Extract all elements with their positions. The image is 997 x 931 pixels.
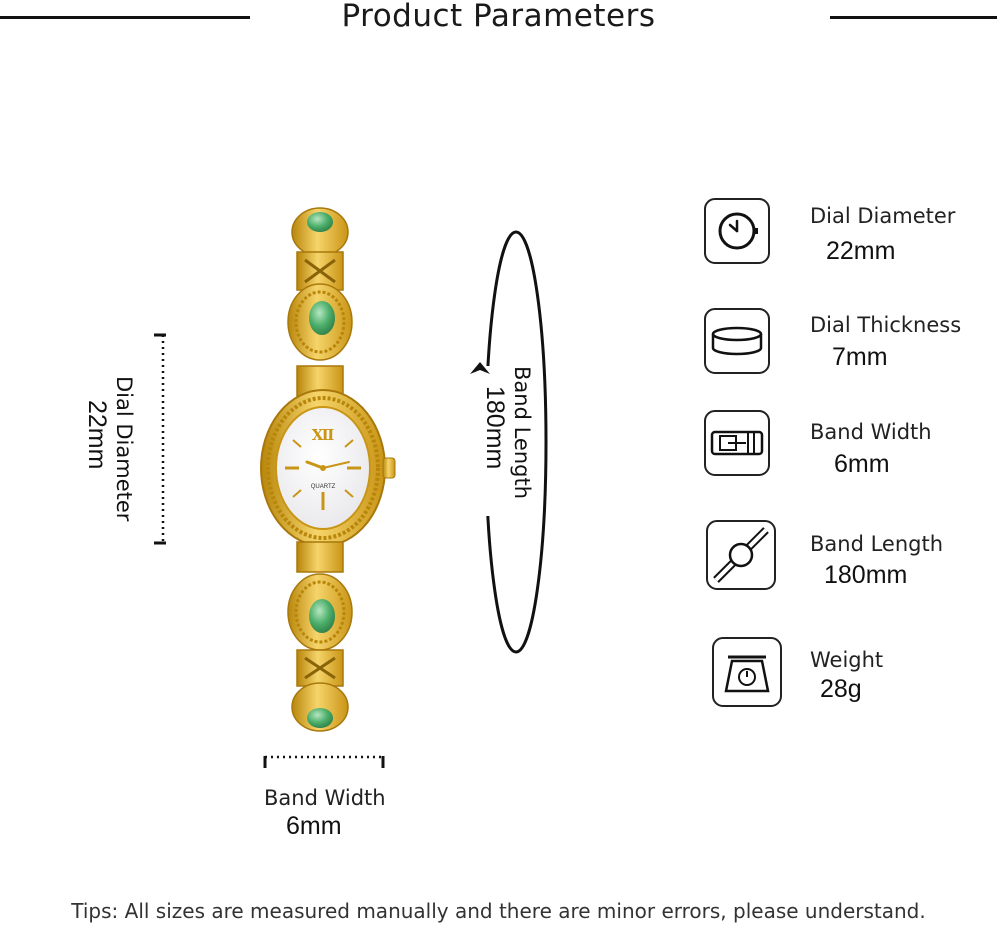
band-length-icon bbox=[713, 527, 769, 583]
band-width-bottom-label: Band Width bbox=[264, 786, 386, 810]
title-line-left bbox=[0, 16, 250, 19]
param-weight-value: 28g bbox=[820, 675, 862, 703]
page-title: Product Parameters bbox=[341, 0, 656, 34]
param-dial-diameter-value: 22mm bbox=[826, 237, 896, 265]
dial-diameter-side-value: 22mm bbox=[83, 400, 111, 470]
param-band-width-value: 6mm bbox=[834, 450, 890, 478]
param-band-length-box bbox=[706, 520, 776, 590]
param-dial-thickness-value: 7mm bbox=[832, 343, 888, 371]
svg-text:Ⅻ: Ⅻ bbox=[312, 426, 335, 444]
scale-icon bbox=[724, 655, 770, 693]
band-width-bracket bbox=[263, 755, 385, 768]
footer-tips: Tips: All sizes are measured manually an… bbox=[71, 899, 926, 923]
band-width-icon bbox=[710, 430, 764, 456]
band-length-loop-arrow bbox=[470, 230, 548, 654]
param-dial-diameter-label: Dial Diameter bbox=[810, 204, 956, 228]
dial-diameter-bracket bbox=[154, 333, 166, 545]
param-band-width-box bbox=[704, 410, 770, 476]
thickness-icon bbox=[711, 326, 763, 356]
dial-brand-text: QUARTZ bbox=[311, 484, 336, 490]
param-dial-thickness-box bbox=[704, 308, 770, 374]
band-length-side-value: 180mm bbox=[481, 386, 509, 470]
title-line-right bbox=[830, 16, 997, 19]
param-dial-diameter-box bbox=[704, 198, 770, 264]
dial-diameter-side-label: Dial Diameter bbox=[112, 376, 136, 522]
watch-icon bbox=[718, 212, 758, 250]
watch-image: Ⅻ QUARTZ bbox=[260, 207, 396, 732]
param-dial-thickness-label: Dial Thickness bbox=[810, 313, 962, 337]
param-band-length-value: 180mm bbox=[824, 561, 908, 589]
param-weight-label: Weight bbox=[810, 648, 884, 672]
param-band-width-label: Band Width bbox=[810, 420, 932, 444]
param-weight-box bbox=[712, 637, 782, 707]
param-band-length-label: Band Length bbox=[810, 532, 944, 556]
band-length-side-label: Band Length bbox=[510, 366, 534, 500]
band-width-bottom-value: 6mm bbox=[286, 812, 342, 840]
